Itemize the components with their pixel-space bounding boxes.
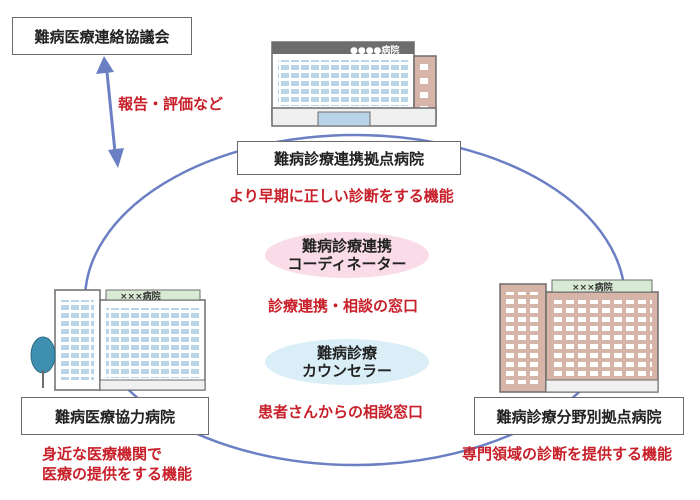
cooperation-function-caption: 身近な医療機関で 医療の提供をする機能 bbox=[42, 444, 192, 484]
council-box: 難病医療連絡協議会 bbox=[12, 17, 192, 55]
hub-hospital-box: 難病診療連携拠点病院 bbox=[237, 141, 461, 175]
cooperation-hospital-sign: ×××病院 bbox=[120, 292, 161, 302]
hub-hospital-sign: ●●●●病院 bbox=[350, 46, 400, 56]
specialty-hospital-building-icon bbox=[499, 279, 659, 393]
hub-hospital-label: 難病診療連携拠点病院 bbox=[273, 149, 424, 168]
counselor-label: 難病診療 カウンセラー bbox=[265, 344, 429, 380]
counselor-caption: 患者さんからの相談窓口 bbox=[258, 403, 424, 421]
cooperation-hospital-label: 難病医療協力病院 bbox=[54, 407, 175, 426]
specialty-hospital-sign: ×××病院 bbox=[572, 283, 613, 293]
counselor-line1: 難病診療 bbox=[316, 344, 377, 362]
double-arrow-icon bbox=[96, 56, 124, 168]
hub-function-caption: より早期に正しい診断をする機能 bbox=[229, 187, 454, 205]
specialty-hospital-label: 難病診療分野別拠点病院 bbox=[496, 407, 662, 426]
cooperation-function-line2: 医療の提供をする機能 bbox=[42, 465, 193, 483]
coordinator-oval bbox=[265, 232, 429, 278]
coordinator-line1: 難病診療連携 bbox=[301, 237, 392, 255]
cooperation-hospital-building-icon bbox=[30, 289, 206, 391]
hub-hospital-building-icon bbox=[271, 41, 437, 127]
counselor-line2: カウンセラー bbox=[301, 362, 392, 380]
council-label: 難病医療連絡協議会 bbox=[34, 27, 170, 46]
coordinator-caption: 診療連携・相談の窓口 bbox=[268, 297, 419, 315]
cooperation-function-line1: 身近な医療機関で bbox=[42, 445, 163, 463]
cooperation-hospital-box: 難病医療協力病院 bbox=[21, 397, 209, 435]
counselor-oval bbox=[265, 339, 429, 385]
specialty-function-caption: 専門領域の診断を提供する機能 bbox=[462, 445, 673, 463]
coordinator-label: 難病診療連携 コーディネーター bbox=[265, 237, 429, 273]
arrow-label: 報告・評価など bbox=[118, 95, 224, 113]
specialty-hospital-box: 難病診療分野別拠点病院 bbox=[474, 397, 684, 435]
coordinator-line2: コーディネーター bbox=[287, 255, 407, 273]
